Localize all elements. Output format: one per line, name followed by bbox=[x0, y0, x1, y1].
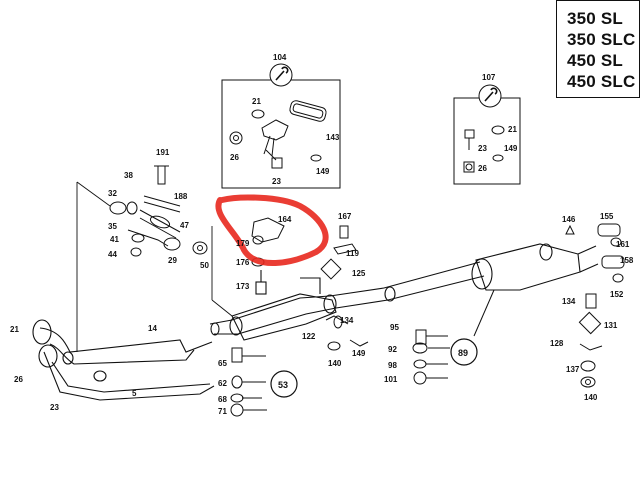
label-92: 92 bbox=[388, 345, 397, 354]
inset-104 bbox=[221, 63, 341, 189]
label-32: 32 bbox=[108, 189, 117, 198]
label-50: 50 bbox=[200, 261, 209, 270]
label-38: 38 bbox=[124, 171, 133, 180]
label-23: 23 bbox=[272, 177, 281, 186]
label-161: 161 bbox=[616, 240, 630, 249]
label-140: 140 bbox=[584, 393, 598, 402]
label-23: 23 bbox=[478, 144, 487, 153]
inset-107 bbox=[453, 84, 521, 185]
model-450-slc: 450 SLC bbox=[567, 72, 636, 91]
label-5: 5 bbox=[132, 389, 137, 398]
rear-muffler bbox=[383, 243, 599, 302]
label-47: 47 bbox=[180, 221, 189, 230]
label-26: 26 bbox=[230, 153, 239, 162]
label-134: 134 bbox=[562, 297, 576, 306]
model-list-box: 350 SL 350 SLC 450 SL 450 SLC bbox=[556, 0, 640, 98]
label-173: 173 bbox=[236, 282, 250, 291]
label-21: 21 bbox=[10, 325, 19, 334]
model-350-sl: 350 SL bbox=[567, 9, 624, 28]
label-44: 44 bbox=[108, 250, 117, 259]
label-29: 29 bbox=[168, 256, 177, 265]
label-62: 62 bbox=[218, 379, 227, 388]
label-164: 164 bbox=[278, 215, 292, 224]
callout-89: 89 bbox=[458, 348, 468, 358]
label-191: 191 bbox=[156, 148, 170, 157]
label-137: 137 bbox=[566, 365, 580, 374]
label-134: 134 bbox=[340, 316, 354, 325]
front-pipes bbox=[32, 319, 215, 401]
label-188: 188 bbox=[174, 192, 188, 201]
tail-parts bbox=[565, 223, 625, 388]
label-152: 152 bbox=[610, 290, 624, 299]
label-167: 167 bbox=[338, 212, 352, 221]
label-41: 41 bbox=[110, 235, 119, 244]
hanger-parts bbox=[230, 217, 495, 417]
label-14: 14 bbox=[148, 324, 157, 333]
label-146: 146 bbox=[562, 215, 576, 224]
callout-104: 104 bbox=[273, 53, 287, 62]
label-23: 23 bbox=[50, 403, 59, 412]
clamp-assembly bbox=[109, 165, 208, 257]
label-35: 35 bbox=[108, 222, 117, 231]
label-65: 65 bbox=[218, 359, 227, 368]
label-98: 98 bbox=[388, 361, 397, 370]
label-101: 101 bbox=[384, 375, 398, 384]
leader-lines bbox=[76, 181, 233, 352]
label-26: 26 bbox=[478, 164, 487, 173]
label-21: 21 bbox=[252, 97, 261, 106]
highlight-loop bbox=[215, 194, 329, 266]
label-179: 179 bbox=[236, 239, 250, 248]
label-143: 143 bbox=[326, 133, 340, 142]
label-125: 125 bbox=[352, 269, 366, 278]
callout-107: 107 bbox=[482, 73, 496, 82]
label-149: 149 bbox=[504, 144, 518, 153]
label-122: 122 bbox=[302, 332, 316, 341]
label-158: 158 bbox=[620, 256, 634, 265]
model-450-sl: 450 SL bbox=[567, 51, 624, 70]
label-149: 149 bbox=[352, 349, 366, 358]
label-140: 140 bbox=[328, 359, 342, 368]
model-350-slc: 350 SLC bbox=[567, 30, 636, 49]
callout-53: 53 bbox=[278, 380, 288, 390]
label-128: 128 bbox=[550, 339, 564, 348]
label-21: 21 bbox=[508, 125, 517, 134]
label-131: 131 bbox=[604, 321, 618, 330]
label-176: 176 bbox=[236, 258, 250, 267]
label-155: 155 bbox=[600, 212, 614, 221]
label-95: 95 bbox=[390, 323, 399, 332]
label-68: 68 bbox=[218, 395, 227, 404]
callout-circles bbox=[270, 338, 478, 398]
label-149: 149 bbox=[316, 167, 330, 176]
label-71: 71 bbox=[218, 407, 227, 416]
middle-muffler bbox=[209, 270, 389, 341]
label-119: 119 bbox=[346, 249, 359, 258]
label-26: 26 bbox=[14, 375, 23, 384]
